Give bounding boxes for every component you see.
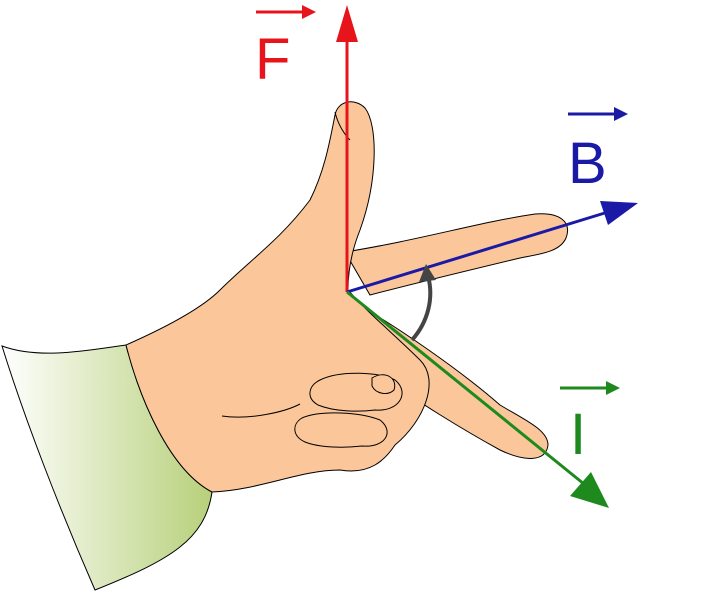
arrow-over-letter-icon [302,5,316,19]
current-vector-arrowhead [570,472,609,508]
curled-finger-lower [294,412,388,448]
curved-arrow-icon [419,264,436,282]
thumb-crease [334,111,351,141]
middle-finger [348,298,549,459]
fingernail [371,374,396,394]
rotation-arc [410,275,433,342]
current-vector-line [346,290,585,486]
sleeve [1,344,213,591]
field-vector-line [346,210,609,294]
force-vector-arrowhead [336,5,358,42]
field-vector-arrowhead [600,201,638,225]
force-label: F [255,27,290,92]
palm-crease [221,403,301,418]
arrow-over-letter-icon [614,107,628,121]
field-label: B [568,131,607,196]
current-label: I [570,402,586,467]
arrow-over-letter-icon [606,381,620,395]
